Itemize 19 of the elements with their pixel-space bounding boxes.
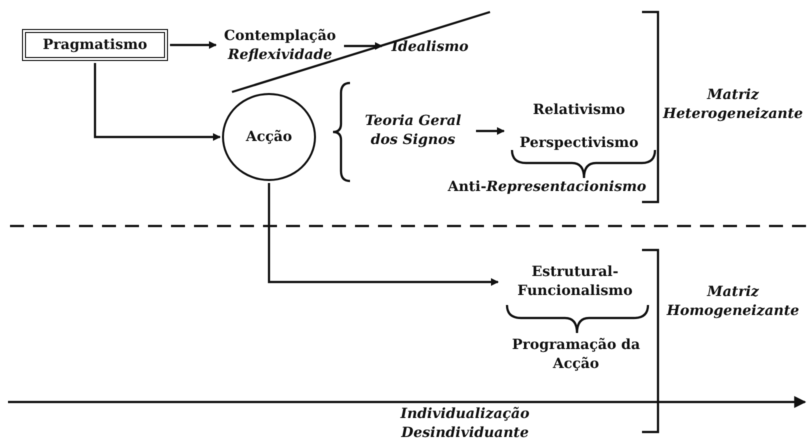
circle-node: Acção <box>222 93 316 181</box>
node-text: Estrutural-Funcionalismo <box>500 262 650 302</box>
node-text: Perspectivismo <box>520 134 638 153</box>
arrow <box>170 41 217 49</box>
arrow <box>476 127 505 135</box>
node-text: Teoria Geral dos Signos <box>352 110 474 152</box>
brace-label: Programação da Acção <box>510 336 642 374</box>
axis-label: Individualização Desindividuante <box>399 405 530 442</box>
group-label: Matriz Heterogeneizante <box>662 86 804 124</box>
node-text: Relativismo <box>532 101 626 120</box>
node-text: Idealismo <box>384 36 476 58</box>
group-label: Matriz Homogeneizante <box>666 283 800 321</box>
arrow <box>344 42 383 50</box>
brace-label: Anti-Representacionismo <box>446 178 648 197</box>
arrow <box>94 63 221 141</box>
arrow <box>268 183 499 286</box>
node-text: Reflexividade <box>228 46 332 65</box>
node-text: Contemplação <box>224 27 336 46</box>
process-box: Pragmatismo <box>22 29 168 61</box>
